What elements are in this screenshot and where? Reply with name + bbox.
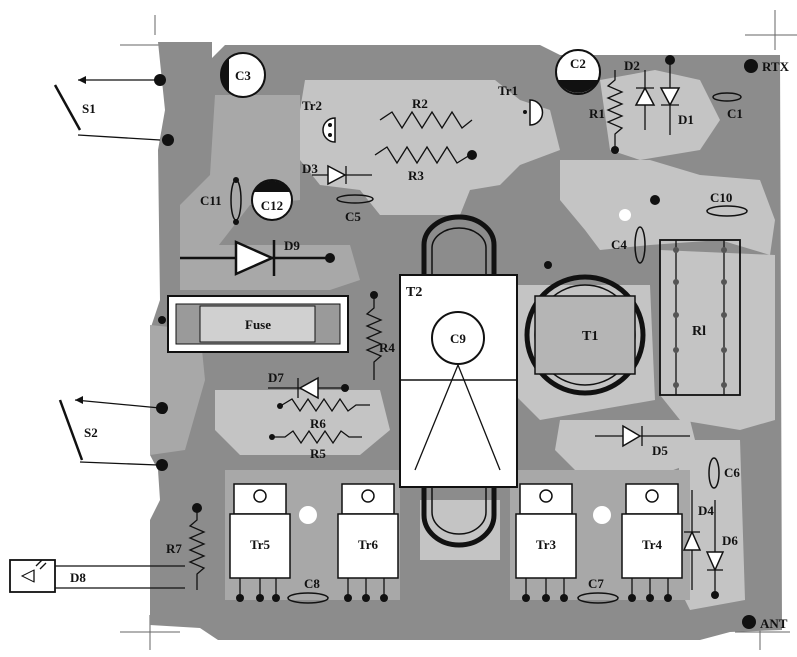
switch-s1: S1 [53,74,174,146]
d5-label: D5 [652,443,668,458]
tr1-label: Tr1 [498,83,518,98]
resistor-r3: R3 [374,145,477,183]
diode-d9: D9 [180,238,335,276]
solder-pads [158,195,660,414]
r6-label: R6 [310,416,326,431]
diode-d3: D3 [302,161,372,186]
resistor-r1: R1 [589,70,624,154]
diode-d4: D4 [682,490,714,590]
c12-label: C12 [261,198,283,213]
capacitor-c2: C2 [555,49,601,95]
resistor-r4: R4 [365,291,395,380]
transformer-t1: T1 [524,274,646,396]
t1-label: T1 [582,329,598,344]
d6-label: D6 [722,533,738,548]
diode-d6: D6 [705,500,738,599]
fuse-label: Fuse [245,317,271,332]
resistor-r7: R7 [166,503,206,590]
tr3-label: Tr3 [536,537,556,552]
switch-s2: S2 [58,396,168,471]
capacitor-c7: C7 [577,576,619,604]
resistor-r5: R5 [269,429,362,461]
diode-d5: D5 [595,424,690,458]
tr2-label: Tr2 [302,98,322,113]
d4-label: D4 [698,503,714,518]
r7-label: R7 [166,541,182,556]
capacitor-c12: C12 [251,179,293,221]
c1-label: C1 [727,106,743,121]
transistor-tr5: Tr5 [229,483,291,602]
c2-label: C2 [570,56,586,71]
r3-label: R3 [408,168,424,183]
t2-label: T2 [406,285,422,300]
d8-label: D8 [70,570,86,585]
r2-label: R2 [412,96,428,111]
r4-label: R4 [379,340,395,355]
d3-label: D3 [302,161,318,176]
transistor-tr3: Tr3 [515,483,577,602]
transistor-tr4: Tr4 [621,483,683,602]
transformer-t2: T2 [399,214,518,548]
d1-label: D1 [678,112,694,127]
capacitor-c4: C4 [611,226,646,264]
d7-label: D7 [268,370,284,385]
relay-rl: Rl [659,239,741,396]
rl-label: Rl [692,324,706,339]
resistor-r6: R6 [277,397,370,431]
c9-label: C9 [450,331,466,346]
rtx-terminal: RTX [744,59,790,74]
tr6-label: Tr6 [358,537,378,552]
c8-label: C8 [304,576,320,591]
led-d8: D8 [9,559,185,593]
resistor-r2: R2 [379,96,473,130]
transistor-tr1: Tr1 [498,83,544,126]
c7-label: C7 [588,576,604,591]
transistor-tr6: Tr6 [337,483,399,602]
tr4-label: Tr4 [642,537,662,552]
c5-label: C5 [345,209,361,224]
diode-d1: D1 [659,55,694,135]
capacitor-c6: C6 [708,457,740,489]
capacitor-c9: C9 [431,311,485,365]
capacitor-c10: C10 [706,190,748,217]
ant-label: ANT [760,616,788,631]
r5-label: R5 [310,446,326,461]
c6-label: C6 [724,465,740,480]
capacitor-c5: C5 [336,194,374,224]
ant-terminal: ANT [742,615,788,631]
capacitor-c8: C8 [287,576,329,604]
capacitor-c11: C11 [200,177,242,225]
rtx-label: RTX [762,59,790,74]
d9-label: D9 [284,238,300,253]
diode-d2: D2 [624,58,656,130]
fuse: Fuse [167,295,349,353]
d2-label: D2 [624,58,640,73]
capacitor-c1: C1 [712,92,743,121]
c10-label: C10 [710,190,732,205]
s2-label: S2 [84,425,98,440]
tr5-label: Tr5 [250,537,270,552]
c11-label: C11 [200,193,222,208]
s1-label: S1 [82,101,96,116]
c4-label: C4 [611,237,627,252]
capacitor-c3: C3 [220,52,266,98]
diode-d7: D7 [268,370,349,400]
r1-label: R1 [589,106,605,121]
transistor-tr2: Tr2 [302,98,336,143]
c3-label: C3 [235,68,251,83]
